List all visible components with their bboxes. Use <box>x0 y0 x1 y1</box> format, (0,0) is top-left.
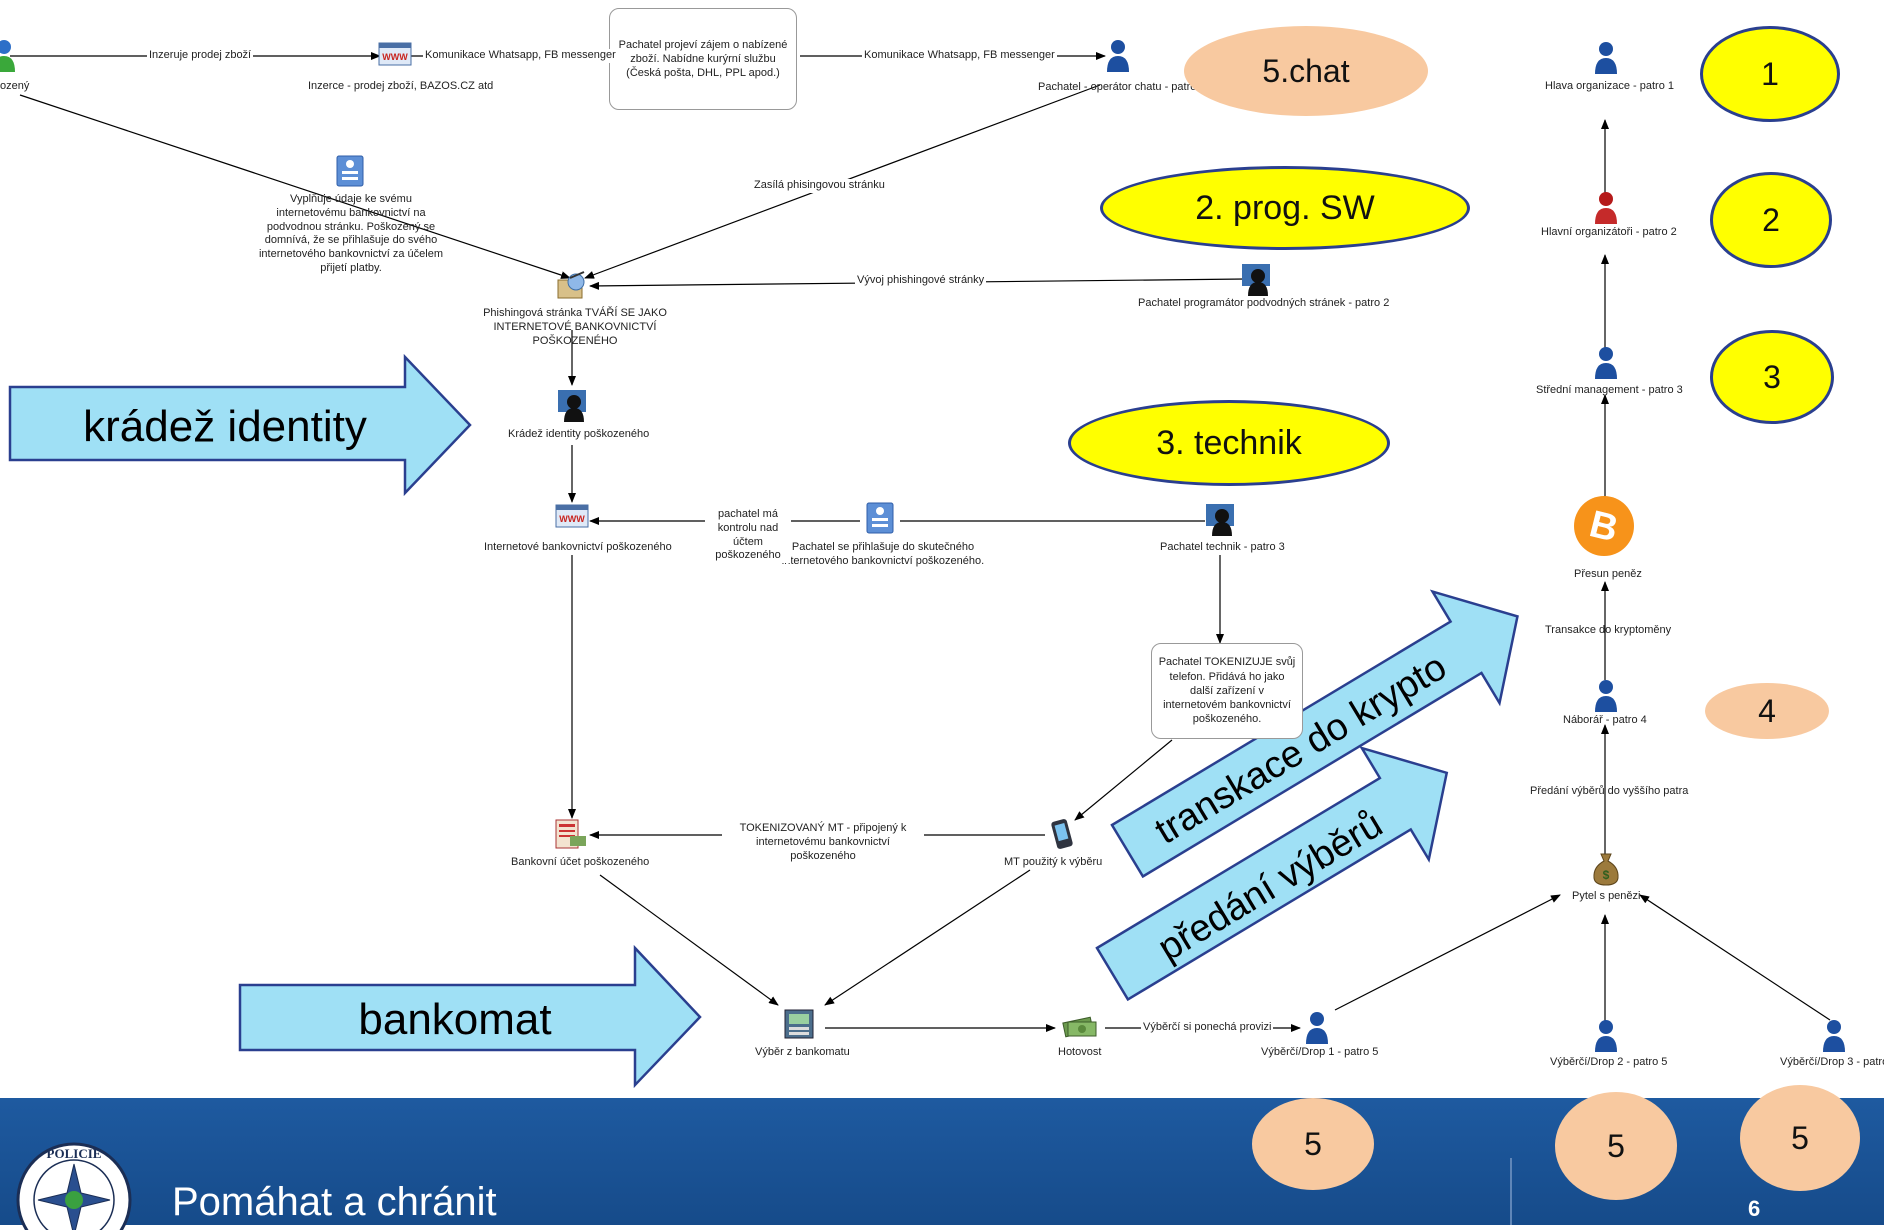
edge-komunikace2: Komunikace Whatsapp, FB messenger <box>862 49 1057 63</box>
callout-chat: 5.chat <box>1184 26 1428 116</box>
callout-technik-label: 3. technik <box>1156 423 1302 462</box>
police-logo: POLICIE <box>16 1142 132 1230</box>
web-icon: WWW <box>378 42 412 66</box>
node-technik: Pachatel technik - patro 3 <box>1160 541 1285 553</box>
node-presun: Přesun peněz <box>1574 568 1642 580</box>
level-5-drop3-label: 5 <box>1791 1119 1809 1156</box>
arrow-kradez-label: krádež identity <box>83 402 367 451</box>
person-icon <box>1107 40 1129 72</box>
node-drop3: Výběrčí/Drop 3 - patro <box>1780 1056 1884 1068</box>
node-cash: Hotovost <box>1058 1046 1102 1058</box>
bank-account-icon <box>555 819 586 849</box>
level-5-drop1-label: 5 <box>1304 1125 1322 1162</box>
node-account: Bankovní účet poškozeného <box>511 856 650 868</box>
level-2: 2 <box>1710 172 1832 268</box>
node-form: Vyplňuje údaje ke svému internetovému ba… <box>258 193 444 274</box>
arrow-bankomat-label: bankomat <box>358 995 551 1044</box>
node-programmer: Pachatel programátor podvodných stránek … <box>1138 297 1390 309</box>
arrow-predani <box>1095 745 1449 1002</box>
node-operator: Pachatel - operátor chatu - patro 5 <box>1038 81 1206 93</box>
arrow-krypto <box>1110 589 1519 879</box>
svg-text:WWW: WWW <box>382 52 408 62</box>
level-1: 1 <box>1700 26 1840 122</box>
node-phishing: Phishingová stránka TVÁŘÍ SE JAKO INTERN… <box>483 307 667 347</box>
web-icon: WWW <box>555 504 589 528</box>
callout-prog: 2. prog. SW <box>1100 166 1470 250</box>
node-stredni: Střední management - patro 3 <box>1536 384 1683 396</box>
form-icon <box>866 502 894 534</box>
person-icon <box>1595 1020 1617 1052</box>
arrow-kradez-identity <box>8 353 472 497</box>
hacker-icon <box>558 390 586 422</box>
page-number: 6 <box>1748 1196 1761 1221</box>
person-icon <box>1595 347 1617 379</box>
level-4-label: 4 <box>1758 692 1776 729</box>
level-5-drop2-label: 5 <box>1607 1127 1625 1164</box>
node-predani: Předání výběrů do vyššího patra <box>1530 785 1689 797</box>
person-icon <box>0 40 15 72</box>
edge-zasila: Zasílá phisingovou stránku <box>752 179 887 193</box>
level-5-drop3: 5 <box>1740 1085 1860 1191</box>
person-icon <box>1595 42 1617 74</box>
edge-kontrola: pachatel má kontrolu nad účtem poškozené… <box>705 508 791 563</box>
cash-icon <box>1062 1016 1097 1038</box>
hacker-icon <box>1242 264 1270 296</box>
edge-komunikace1: Komunikace Whatsapp, FB messenger <box>423 49 618 63</box>
level-3: 3 <box>1710 330 1834 424</box>
node-inzerce: Inzerce - prodej zboží, BAZOS.CZ atd <box>308 80 494 92</box>
footer-slogan: Pomáhat a chránit <box>172 1180 497 1224</box>
node-login: Pachatel se přihlašuje do skutečného int… <box>781 541 985 567</box>
person-icon <box>1823 1020 1845 1052</box>
level-4: 4 <box>1705 683 1829 739</box>
svg-text:POLICIE: POLICIE <box>47 1146 102 1161</box>
atm-icon <box>784 1009 814 1039</box>
node-hlava: Hlava organizace - patro 1 <box>1545 80 1675 92</box>
node-nabor: Náborář - patro 4 <box>1563 714 1647 726</box>
node-kradez: Krádež identity poškozeného <box>508 428 650 440</box>
node-transakce: Transakce do kryptoměny <box>1545 624 1672 636</box>
note-zajem: Pachatel projeví zájem o nabízené zboží.… <box>609 8 797 110</box>
node-atm: Výběr z bankomatu <box>755 1046 850 1058</box>
arrow-bankomat <box>238 944 702 1089</box>
edge-provize: Výběrčí si ponechá provizi <box>1141 1021 1274 1035</box>
level-1-label: 1 <box>1761 55 1779 92</box>
edge-vyvoj: Vývoj phishingové stránky <box>855 274 987 288</box>
phone-icon <box>1051 819 1073 849</box>
level-5-drop1: 5 <box>1252 1098 1374 1190</box>
callout-chat-label: 5.chat <box>1262 52 1350 89</box>
footer-divider <box>1510 1158 1512 1225</box>
node-bag: Pytel s penězi <box>1572 890 1641 902</box>
edge-inzeruje: Inzeruje prodej zboží <box>147 49 254 63</box>
level-3-label: 3 <box>1763 358 1781 395</box>
note-tokenizuje: Pachatel TOKENIZUJE svůj telefon. Přidáv… <box>1151 643 1303 739</box>
form-icon <box>336 155 364 187</box>
node-drop1: Výběrčí/Drop 1 - patro 5 <box>1261 1046 1379 1058</box>
person-female-icon <box>1595 192 1617 224</box>
money-bag-icon: $ <box>1593 853 1619 886</box>
callout-prog-label: 2. prog. SW <box>1195 188 1375 227</box>
edge-tokenizovany: TOKENIZOVANÝ MT - připojený k internetov… <box>722 822 924 864</box>
svg-text:$: $ <box>1603 868 1610 882</box>
level-2-label: 2 <box>1762 201 1780 238</box>
bitcoin-icon: B <box>1574 496 1634 556</box>
node-mt: MT použitý k výběru <box>1004 856 1103 868</box>
hacker-icon <box>1206 504 1234 536</box>
node-hlavni: Hlavní organizátoři - patro 2 <box>1541 226 1677 238</box>
level-5-drop2: 5 <box>1555 1092 1677 1200</box>
svg-text:WWW: WWW <box>559 514 585 524</box>
phishing-icon <box>557 271 585 299</box>
node-victim: ozený <box>0 80 30 92</box>
node-drop2: Výběrčí/Drop 2 - patro 5 <box>1550 1056 1668 1068</box>
person-icon <box>1595 680 1617 712</box>
person-icon <box>1306 1012 1328 1044</box>
callout-technik: 3. technik <box>1068 400 1390 486</box>
node-ib: Internetové bankovnictví poškozeného <box>484 541 672 553</box>
